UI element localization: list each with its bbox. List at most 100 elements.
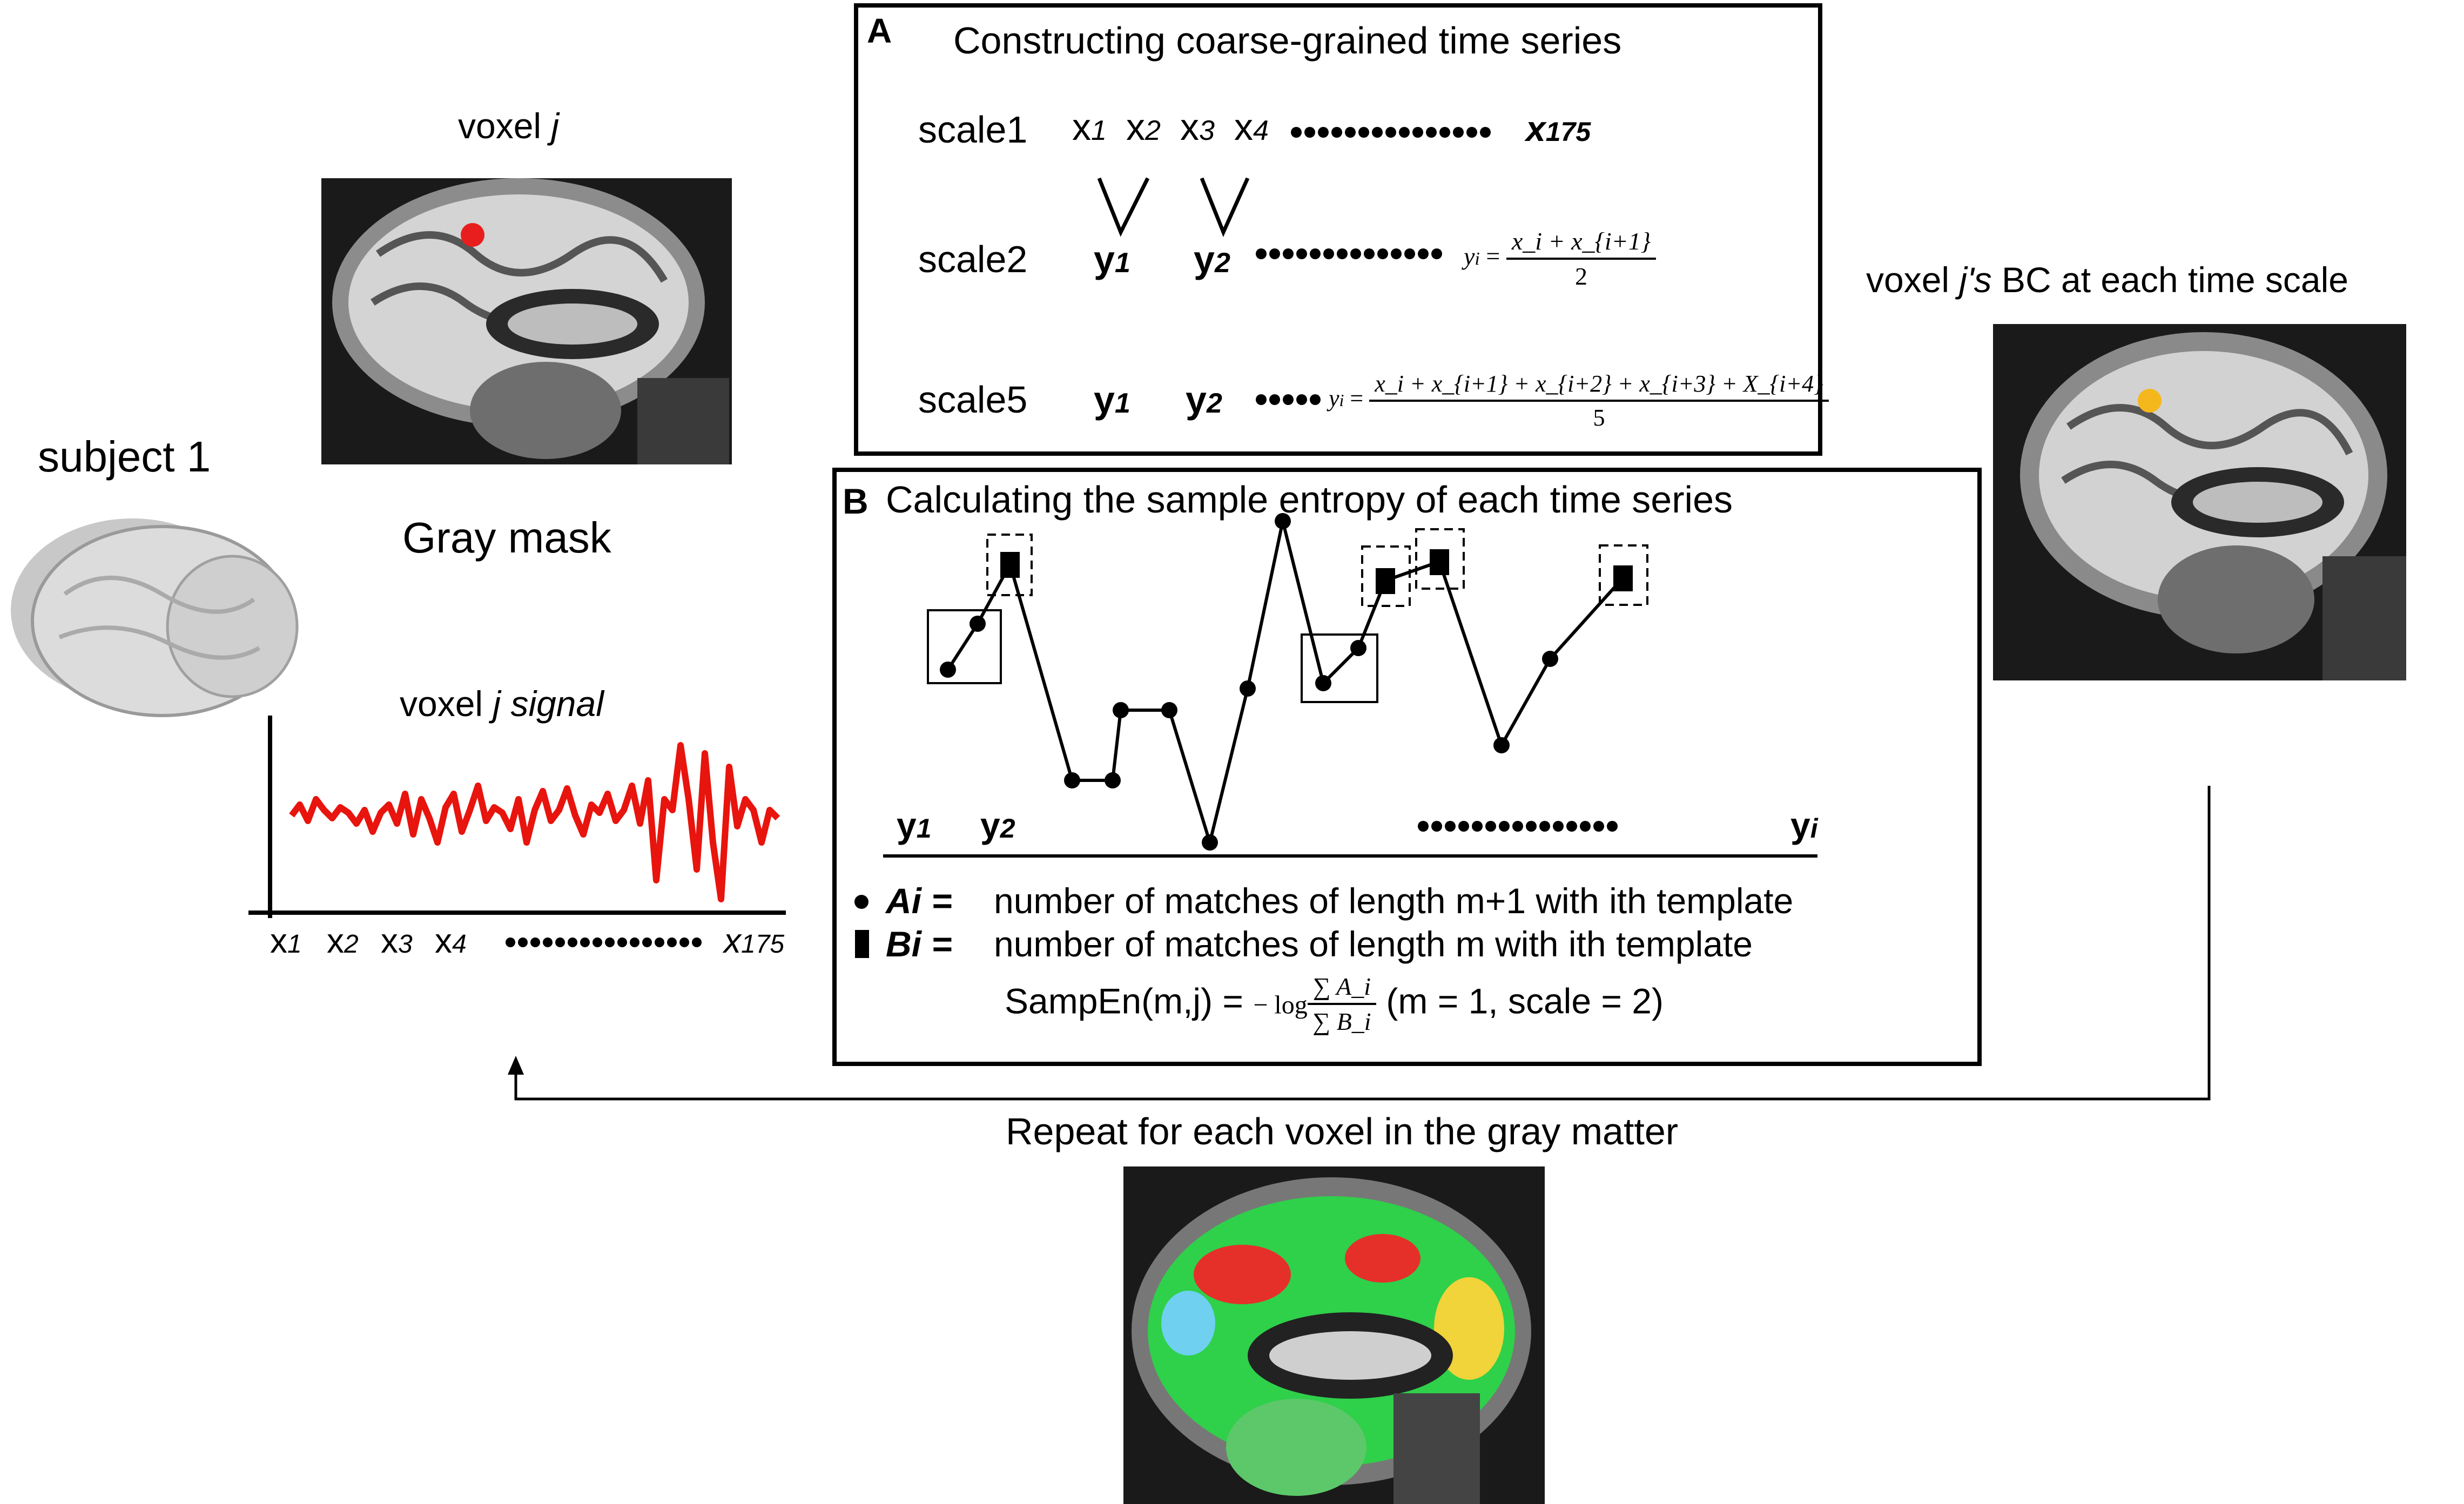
signal-x1-base: x [270, 921, 287, 960]
signal-x4-label: x4 [435, 921, 467, 961]
panel-a-dots-scale1 [1291, 127, 1491, 138]
dashed-box-4 [1599, 544, 1648, 606]
dashed-box-2 [1361, 545, 1411, 607]
a2-y1-sub: 1 [1114, 247, 1130, 279]
a-x4-base: x [1234, 106, 1253, 148]
bc-title-prefix: voxel [1866, 260, 1950, 300]
panel-a-formula-scale2: yi = x_i + x_{i+1}2 [1464, 227, 1657, 291]
panel-b-yi-label: yi [1790, 805, 1818, 846]
legend-a-text: number of matches of length m+1 with ith… [994, 881, 1794, 921]
formula5-fraction: x_i + x_{i+1} + x_{i+2} + x_{i+3} + X_{i… [1369, 370, 1829, 431]
panel-a-scale1-label: scale1 [918, 109, 1028, 151]
sampen-params: (m = 1, scale = 2) [1386, 981, 1664, 1021]
formula2-fraction: x_i + x_{i+1}2 [1506, 227, 1657, 291]
legend-b-text: number of matches of length m with ith t… [994, 924, 1753, 964]
template-box-2 [1301, 633, 1378, 703]
a-x2-sub: 2 [1145, 115, 1161, 146]
signal-x4-sub: 4 [452, 930, 467, 959]
a-x3-sub: 3 [1199, 115, 1215, 146]
panel-b-letter: B [843, 481, 869, 521]
panel-a-title: Constructing coarse-grained time series [953, 19, 1622, 62]
a2-y2-base: y [1194, 238, 1215, 280]
signal-x2-sub: 2 [344, 930, 359, 959]
b-y2-sub: 2 [1000, 813, 1015, 844]
bc-title-j: j's [1959, 260, 1992, 300]
legend-a-label: Ai = [886, 881, 952, 921]
signal-title: voxel j signal [400, 683, 604, 724]
panel-a-scale1-xn: x175 [1526, 108, 1591, 149]
voxel-j-title: voxel j [458, 105, 559, 146]
formula5-lhs-base: y [1329, 385, 1339, 412]
signal-xn-label: x175 [724, 921, 784, 961]
subject-label: subject 1 [38, 433, 211, 481]
panel-b-title: Calculating the sample entropy of each t… [886, 478, 1733, 521]
legend-dot-marker [854, 895, 869, 909]
b-yi-base: y [1790, 805, 1810, 845]
formula5-lhs-sub: i [1339, 390, 1344, 410]
signal-axes [248, 716, 786, 918]
signal-title-suffix: signal [510, 684, 604, 724]
sampen-denominator: ∑ B_i [1312, 1008, 1371, 1035]
repeat-label: Repeat for each voxel in the gray matter [1006, 1110, 1679, 1152]
gray-mask-label: Gray mask [402, 514, 611, 562]
panel-a-scale5-label: scale5 [918, 379, 1028, 421]
a2-y1-base: y [1094, 238, 1115, 280]
sampen-lhs: SampEn(m,j) = [1005, 981, 1243, 1021]
bc-title-suffix: BC at each time scale [2002, 260, 2348, 300]
bc-voxel-dot [2138, 389, 2162, 413]
brain-mri-result-map [1123, 1166, 1545, 1504]
panel-a-connector-1 [1097, 177, 1150, 237]
b-y2-base: y [980, 805, 1000, 845]
sampen-log: − log [1253, 990, 1308, 1020]
panel-b-y2-label: y2 [980, 805, 1015, 846]
formula5-numerator: x_i + x_{i+1} + x_{i+2} + x_{i+3} + X_{i… [1369, 370, 1829, 402]
a5-y2-base: y [1186, 379, 1207, 421]
panel-a-formula-scale5: yi = x_i + x_{i+1} + x_{i+2} + x_{i+3} +… [1329, 370, 1829, 431]
a5-y1-base: y [1094, 379, 1115, 421]
brain-mri-bc [1993, 324, 2406, 680]
a5-y2-sub: 2 [1206, 388, 1222, 419]
panel-a-scale1-x1: x1 [1072, 105, 1107, 149]
repeat-loop-arrow [508, 786, 2211, 1101]
panel-a-scale1-x2: x2 [1126, 105, 1161, 149]
brain-3d-subject-icon [11, 518, 299, 717]
panel-a-dots-scale5 [1256, 394, 1321, 405]
formula2-numerator: x_i + x_{i+1} [1506, 227, 1657, 260]
b-y1-base: y [897, 805, 917, 845]
signal-x2-label: x2 [327, 921, 359, 961]
signal-title-j: j [493, 684, 501, 724]
legend-square-marker [855, 930, 869, 958]
panel-a-scale2-y2: y2 [1194, 238, 1230, 281]
a-x1-base: x [1072, 106, 1091, 148]
signal-x2-base: x [327, 921, 344, 960]
signal-x3-label: x3 [381, 921, 413, 961]
signal-x1-label: x1 [270, 921, 302, 961]
signal-title-prefix: voxel [400, 684, 483, 724]
formula5-denominator: 5 [1593, 404, 1605, 431]
formula2-lhs-sub: i [1475, 248, 1480, 269]
panel-a-scale1-x4: x4 [1234, 105, 1269, 149]
sampen-formula: SampEn(m,j) = − log∑ A_i ∑ B_i (m = 1, sc… [1005, 972, 1664, 1036]
a-x3-base: x [1180, 106, 1199, 148]
a-xn-sub: 175 [1545, 117, 1591, 147]
a-x2-base: x [1126, 106, 1145, 148]
a5-y1-sub: 1 [1114, 388, 1130, 419]
a-x1-sub: 1 [1091, 115, 1107, 146]
panel-a-dots-scale2 [1256, 248, 1442, 259]
dashed-box-3 [1415, 528, 1465, 590]
a2-y2-sub: 2 [1214, 247, 1230, 279]
panel-b-plot [854, 513, 1817, 958]
panel-a-scale2-y1: y1 [1094, 238, 1130, 281]
signal-axis-dots [506, 938, 702, 947]
voxel-j-index: j [551, 106, 560, 146]
panel-a-scale1-x3: x3 [1180, 105, 1215, 149]
signal-x1-sub: 1 [287, 930, 302, 959]
sampen-numerator: ∑ A_i [1307, 972, 1377, 1005]
voxel-signal-trace [289, 742, 780, 902]
signal-xn-sub: 175 [741, 930, 785, 959]
sampen-fraction: ∑ A_i ∑ B_i [1307, 972, 1377, 1036]
b-y1-sub: 1 [916, 813, 932, 844]
signal-xn-base: x [724, 921, 741, 960]
signal-x3-base: x [381, 921, 398, 960]
